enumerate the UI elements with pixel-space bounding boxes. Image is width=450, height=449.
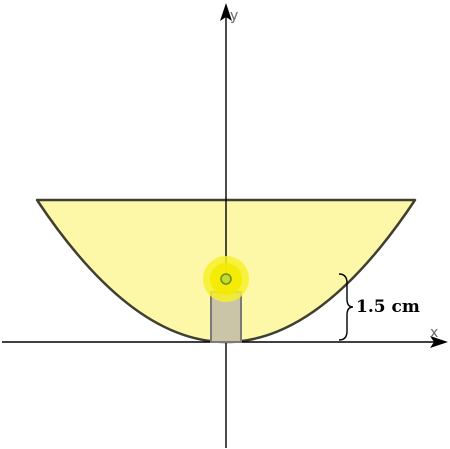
x-axis-label: x xyxy=(430,325,438,341)
dimension-brace xyxy=(338,273,354,341)
y-axis-label: y xyxy=(230,8,238,24)
dimension-label: 1.5 cm xyxy=(356,297,420,317)
y-axis-arrow xyxy=(220,3,232,21)
bulb-focus-point xyxy=(220,273,232,285)
x-axis-arrow xyxy=(430,336,448,348)
